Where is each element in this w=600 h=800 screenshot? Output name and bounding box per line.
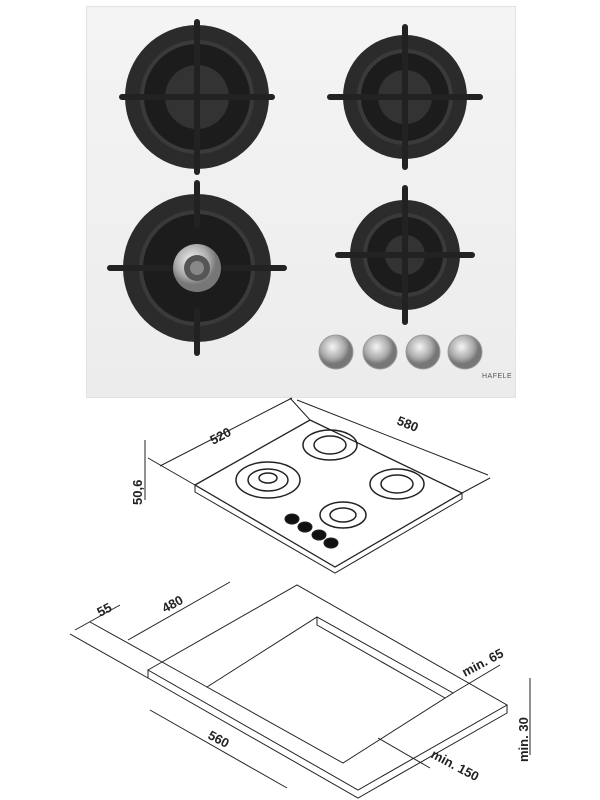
dim-height-label: 50,6 — [130, 480, 145, 505]
knob-3[interactable] — [405, 334, 441, 370]
burner-top-right — [327, 24, 483, 170]
dim-min30-label: min. 30 — [516, 717, 531, 762]
knob-4[interactable] — [447, 334, 483, 370]
dim-min65-label: min. 65 — [459, 645, 506, 679]
knob-1[interactable] — [318, 334, 354, 370]
dim-560-label: 560 — [206, 727, 232, 750]
burner-bottom-right — [335, 185, 475, 325]
dim-min150-label: min. 150 — [429, 746, 482, 784]
burner-bottom-left-wok — [107, 180, 287, 356]
dim-55-label: 55 — [94, 600, 114, 620]
control-knobs — [318, 334, 483, 370]
burner-top-left — [119, 19, 275, 175]
knob-2[interactable] — [362, 334, 398, 370]
brand-logo: HAFELE — [482, 373, 513, 380]
dim-480-label: 480 — [159, 592, 185, 615]
